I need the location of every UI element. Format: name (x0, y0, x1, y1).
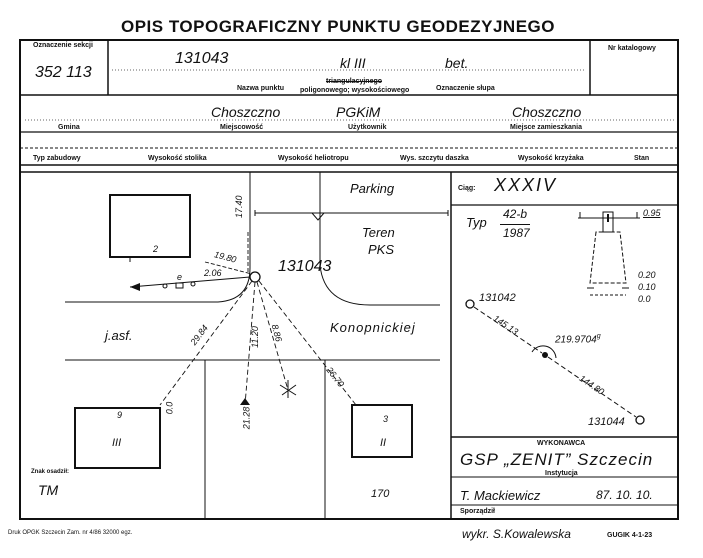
network-type-line1: triangulacyjnego (326, 78, 383, 85)
traverse-point-131042: 131042 (479, 292, 516, 304)
user-value: PGKiM (336, 104, 381, 120)
form-code: GUGIK 4-1-23 (607, 532, 653, 539)
residence-value: Choszczno (512, 104, 582, 120)
map-surface: j.asf. (105, 328, 133, 343)
typ-fraction-bar (500, 224, 530, 225)
house-number-170: 170 (371, 488, 390, 500)
dim-095: 0.95 (643, 208, 661, 218)
author-value: T. Mackiewicz (460, 488, 541, 503)
section-value: 352 113 (35, 64, 92, 81)
znak-value: TM (38, 482, 59, 498)
gmina-value: Choszczno (211, 104, 281, 120)
traverse-point-131044: 131044 (588, 416, 625, 428)
author-label: Sporządził (460, 508, 496, 515)
dim-00-mark: 0.0 (638, 294, 651, 304)
dim-010: 0.10 (638, 282, 656, 292)
point-material: bet. (445, 55, 469, 71)
form-title: OPIS TOPOGRAFICZNY PUNKTU GEODEZYJNEGO (121, 17, 555, 36)
dim-00: 0.0 (164, 401, 175, 415)
typ-value: 42-b (503, 207, 528, 221)
point-name-label: Nazwa punktu (237, 85, 285, 92)
point-class: kl III (340, 55, 366, 71)
residence-label: Miejsce zamieszkania (510, 124, 582, 131)
dim-2128: 21.28 (241, 406, 252, 430)
building-9: 9 (117, 410, 123, 420)
institution-value: GSP „ZENIT” Szczecin (460, 450, 654, 469)
traverse-angle: 219.9704g (555, 333, 601, 346)
znak-label: Znak osadził: (31, 469, 70, 475)
map-parking: Parking (350, 181, 395, 196)
user-label: Użytkownik (348, 124, 387, 131)
build-type-label: Typ zabudowy (33, 155, 81, 162)
wykonawca-label: WYKONAWCA (537, 440, 586, 447)
drawn-by: wykr. S.Kowalewska (462, 527, 571, 541)
date-value: 87. 10. 10. (596, 488, 653, 502)
table-height-label: Wysokość stolika (148, 155, 207, 162)
institution-label: Instytucja (545, 470, 578, 477)
dim-1120: 11.20 (249, 326, 260, 348)
point-number: 131043 (175, 50, 229, 67)
ciag-value: XXXIV (494, 175, 558, 195)
dim-1740: 17.40 (234, 195, 244, 218)
network-type-line2: poligonowego; wysokościowego (300, 87, 410, 94)
catalog-label: Nr katalogowy (608, 45, 656, 52)
map-street: Konopnickiej (330, 320, 416, 335)
ciag-label: Ciąg: (458, 185, 476, 192)
building-3-roman: II (380, 437, 387, 449)
map-point-label: 131043 (278, 258, 332, 275)
dim-206: 2.06 (204, 268, 222, 278)
building-3: 3 (383, 414, 389, 424)
typ-year: 1987 (503, 226, 530, 240)
heliotrope-height-label: Wysokość heliotropu (278, 155, 349, 162)
map-pks: PKS (368, 242, 395, 257)
dim-020: 0.20 (638, 270, 656, 280)
building-9-roman: III (112, 437, 122, 449)
building-2: 2 (153, 244, 159, 254)
roof-height-label: Wys. szczytu daszka (400, 155, 469, 162)
map-teren: Teren (362, 225, 395, 240)
gmina-label: Gmina (58, 124, 80, 131)
status-label: Stan (634, 155, 650, 162)
marker-e: e (177, 272, 183, 282)
post-label: Oznaczenie słupa (436, 85, 495, 92)
section-label: Oznaczenie sekcji (33, 42, 93, 49)
locality-label: Miejscowość (220, 124, 264, 131)
cross-height-label: Wysokość krzyżaka (518, 155, 584, 162)
typ-label: Typ (466, 215, 487, 230)
print-info: Druk OPGK Szczecin Zam. nr 4/86 32000 eg… (8, 530, 133, 536)
